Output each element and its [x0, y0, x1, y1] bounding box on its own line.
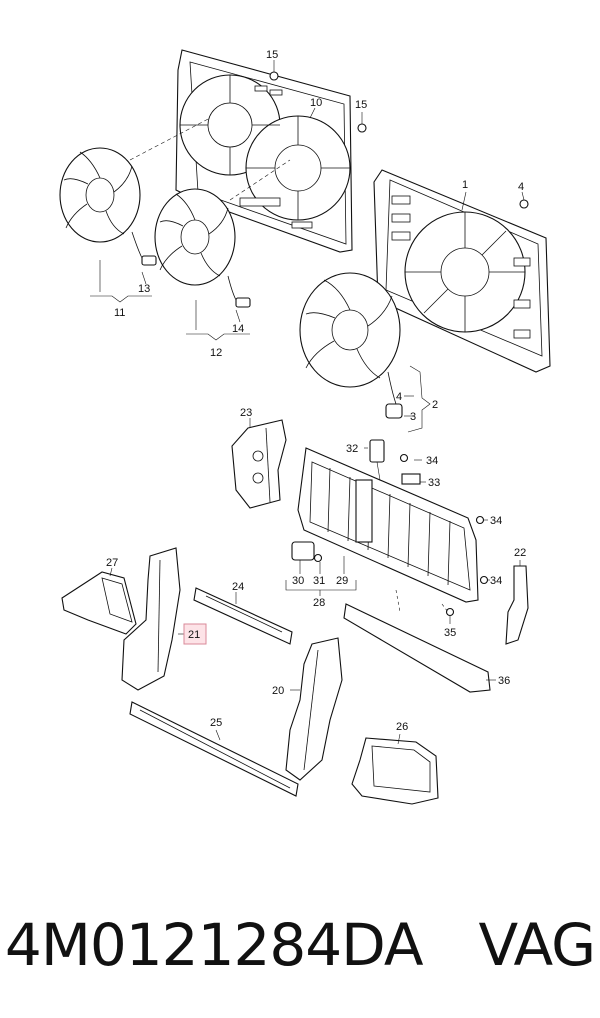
air-guide-bracket-23 — [231, 419, 287, 509]
trim-strip-24 — [193, 587, 293, 645]
air-guide-21 — [121, 547, 181, 691]
callout-2: 2 — [432, 399, 438, 411]
callout-31: 31 — [313, 575, 325, 587]
actuator-32 — [369, 439, 385, 481]
footer-caption: 4M0121284DA VAG — [0, 895, 600, 995]
callout-25: 25 — [210, 717, 222, 729]
callout-27: 27 — [106, 557, 118, 569]
callout-36: 36 — [498, 675, 510, 687]
callout-4-fan: 4 — [396, 391, 402, 403]
shutter-frame — [297, 447, 479, 603]
callout-13: 13 — [138, 283, 150, 295]
callout-21: 21 — [188, 629, 200, 641]
callout-12: 12 — [210, 347, 222, 359]
part-number: 4M0121284DA — [4, 911, 424, 979]
callout-10: 10 — [310, 97, 322, 109]
air-duct-26 — [351, 737, 439, 805]
callout-34-top: 34 — [426, 455, 438, 467]
callout-24: 24 — [232, 581, 244, 593]
callout-32: 32 — [346, 443, 358, 455]
callout-15-right: 15 — [355, 99, 367, 111]
callout-23: 23 — [240, 407, 252, 419]
callout-34-mid: 34 — [490, 515, 502, 527]
air-guide-20 — [285, 637, 343, 781]
callout-3: 3 — [410, 411, 416, 423]
callout-14: 14 — [232, 323, 244, 335]
callout-30: 30 — [292, 575, 304, 587]
fan-center-left — [154, 188, 251, 308]
bracket-22 — [505, 565, 529, 645]
callout-28: 28 — [313, 597, 325, 609]
callout-26: 26 — [396, 721, 408, 733]
motor-30 — [291, 541, 315, 561]
callout-11: 11 — [114, 307, 125, 319]
single-fan-shroud — [373, 169, 551, 373]
callout-20: 20 — [272, 685, 284, 697]
callout-21-highlight — [183, 623, 207, 645]
seal-strip-25 — [129, 701, 299, 797]
fan-right — [299, 272, 403, 419]
callout-labels: 15 15 10 1 4 13 11 14 12 4 2 3 23 32 34 … — [106, 49, 526, 733]
callout-22: 22 — [514, 547, 526, 559]
callout-35: 35 — [444, 627, 456, 639]
brand-name: VAG — [478, 911, 597, 979]
air-duct-27 — [61, 571, 137, 635]
sensor-33 — [401, 473, 421, 485]
callout-1: 1 — [462, 179, 468, 191]
callout-4-top: 4 — [518, 181, 524, 193]
callout-29: 29 — [336, 575, 348, 587]
callout-34-low: 34 — [490, 575, 502, 587]
parts-diagram: 15 15 10 1 4 13 11 14 12 4 2 3 23 32 34 … — [59, 49, 551, 805]
lower-deflector-36 — [343, 603, 491, 693]
callout-15-top: 15 — [266, 49, 278, 61]
bolt-icons — [269, 71, 529, 617]
callout-33: 33 — [428, 477, 440, 489]
fan-left — [59, 147, 157, 266]
